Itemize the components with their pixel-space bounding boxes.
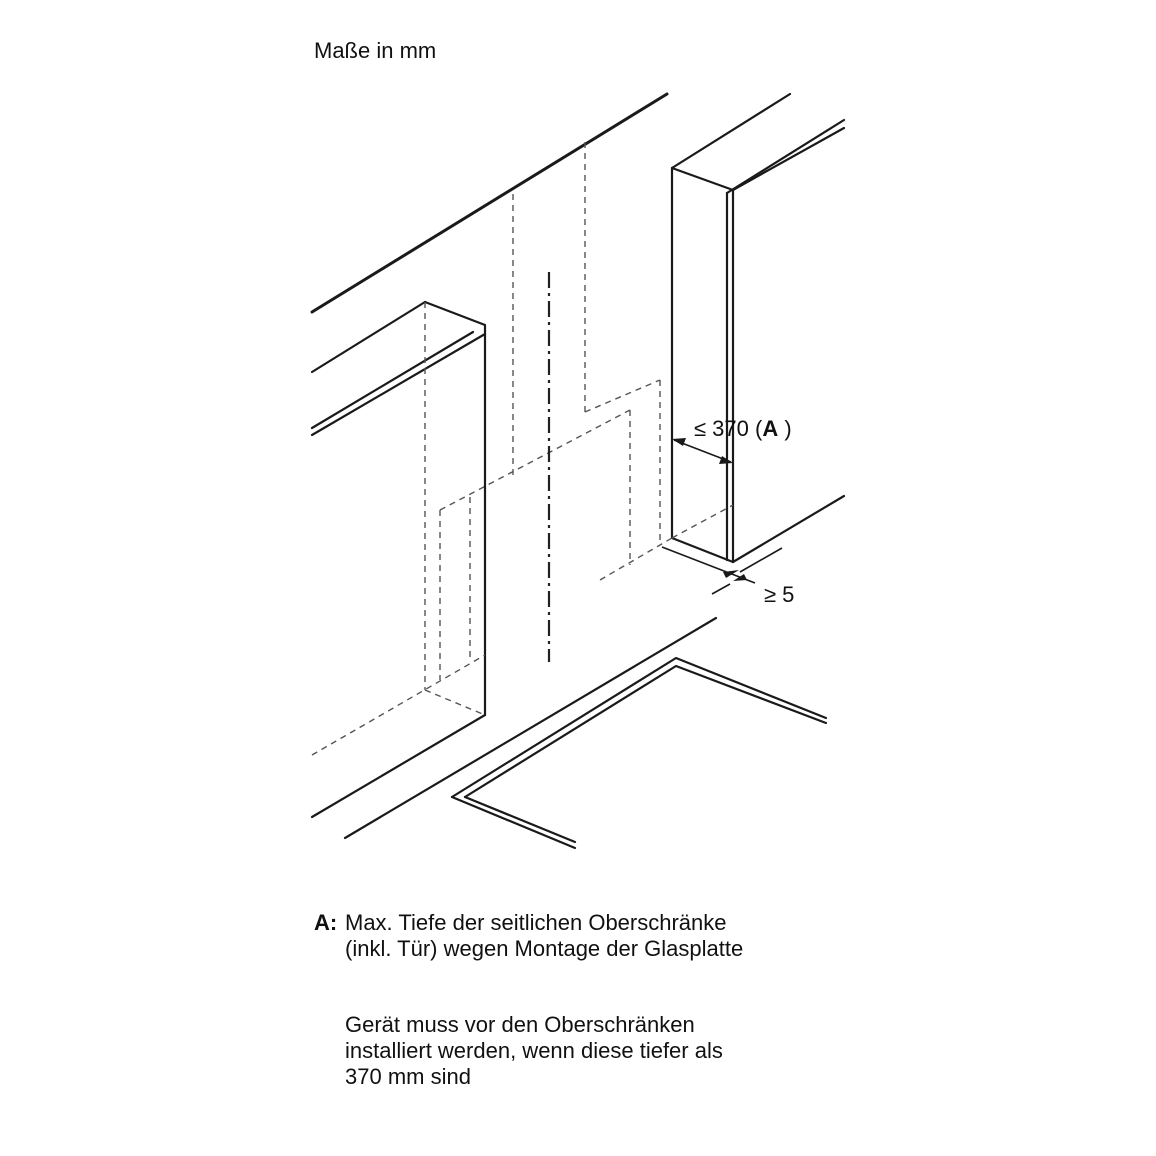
- units-label: Maße in mm: [314, 38, 437, 63]
- depth-dimension-suffix: ): [778, 416, 792, 441]
- worktop-edge: [343, 616, 718, 840]
- legend-line-1: Max. Tiefe der seitlichen Oberschränke: [345, 910, 727, 935]
- left-wall-cabinet: [310, 300, 487, 819]
- legend-key: A:: [314, 910, 338, 935]
- depth-dimension: [672, 438, 733, 464]
- note-line-1: Gerät muss vor den Oberschränken: [345, 1012, 695, 1037]
- gap-dimension: [661, 546, 783, 595]
- ceiling-line: [310, 92, 669, 314]
- depth-dimension-key: A: [762, 416, 779, 441]
- cooktop: [450, 656, 828, 850]
- gap-dimension-label: ≥ 5: [764, 582, 795, 607]
- depth-dimension-label: ≤ 370 (A ): [694, 416, 792, 442]
- chimney-hidden-outline: [439, 142, 661, 680]
- legend-line-2: (inkl. Tür) wegen Montage der Glasplatte: [345, 936, 744, 961]
- note-line-3: 370 mm sind: [345, 1064, 471, 1089]
- note-line-2: installiert werden, wenn diese tiefer al…: [345, 1038, 723, 1063]
- depth-dimension-prefix: ≤ 370 (: [694, 416, 763, 441]
- right-wall-cabinet: [599, 92, 846, 581]
